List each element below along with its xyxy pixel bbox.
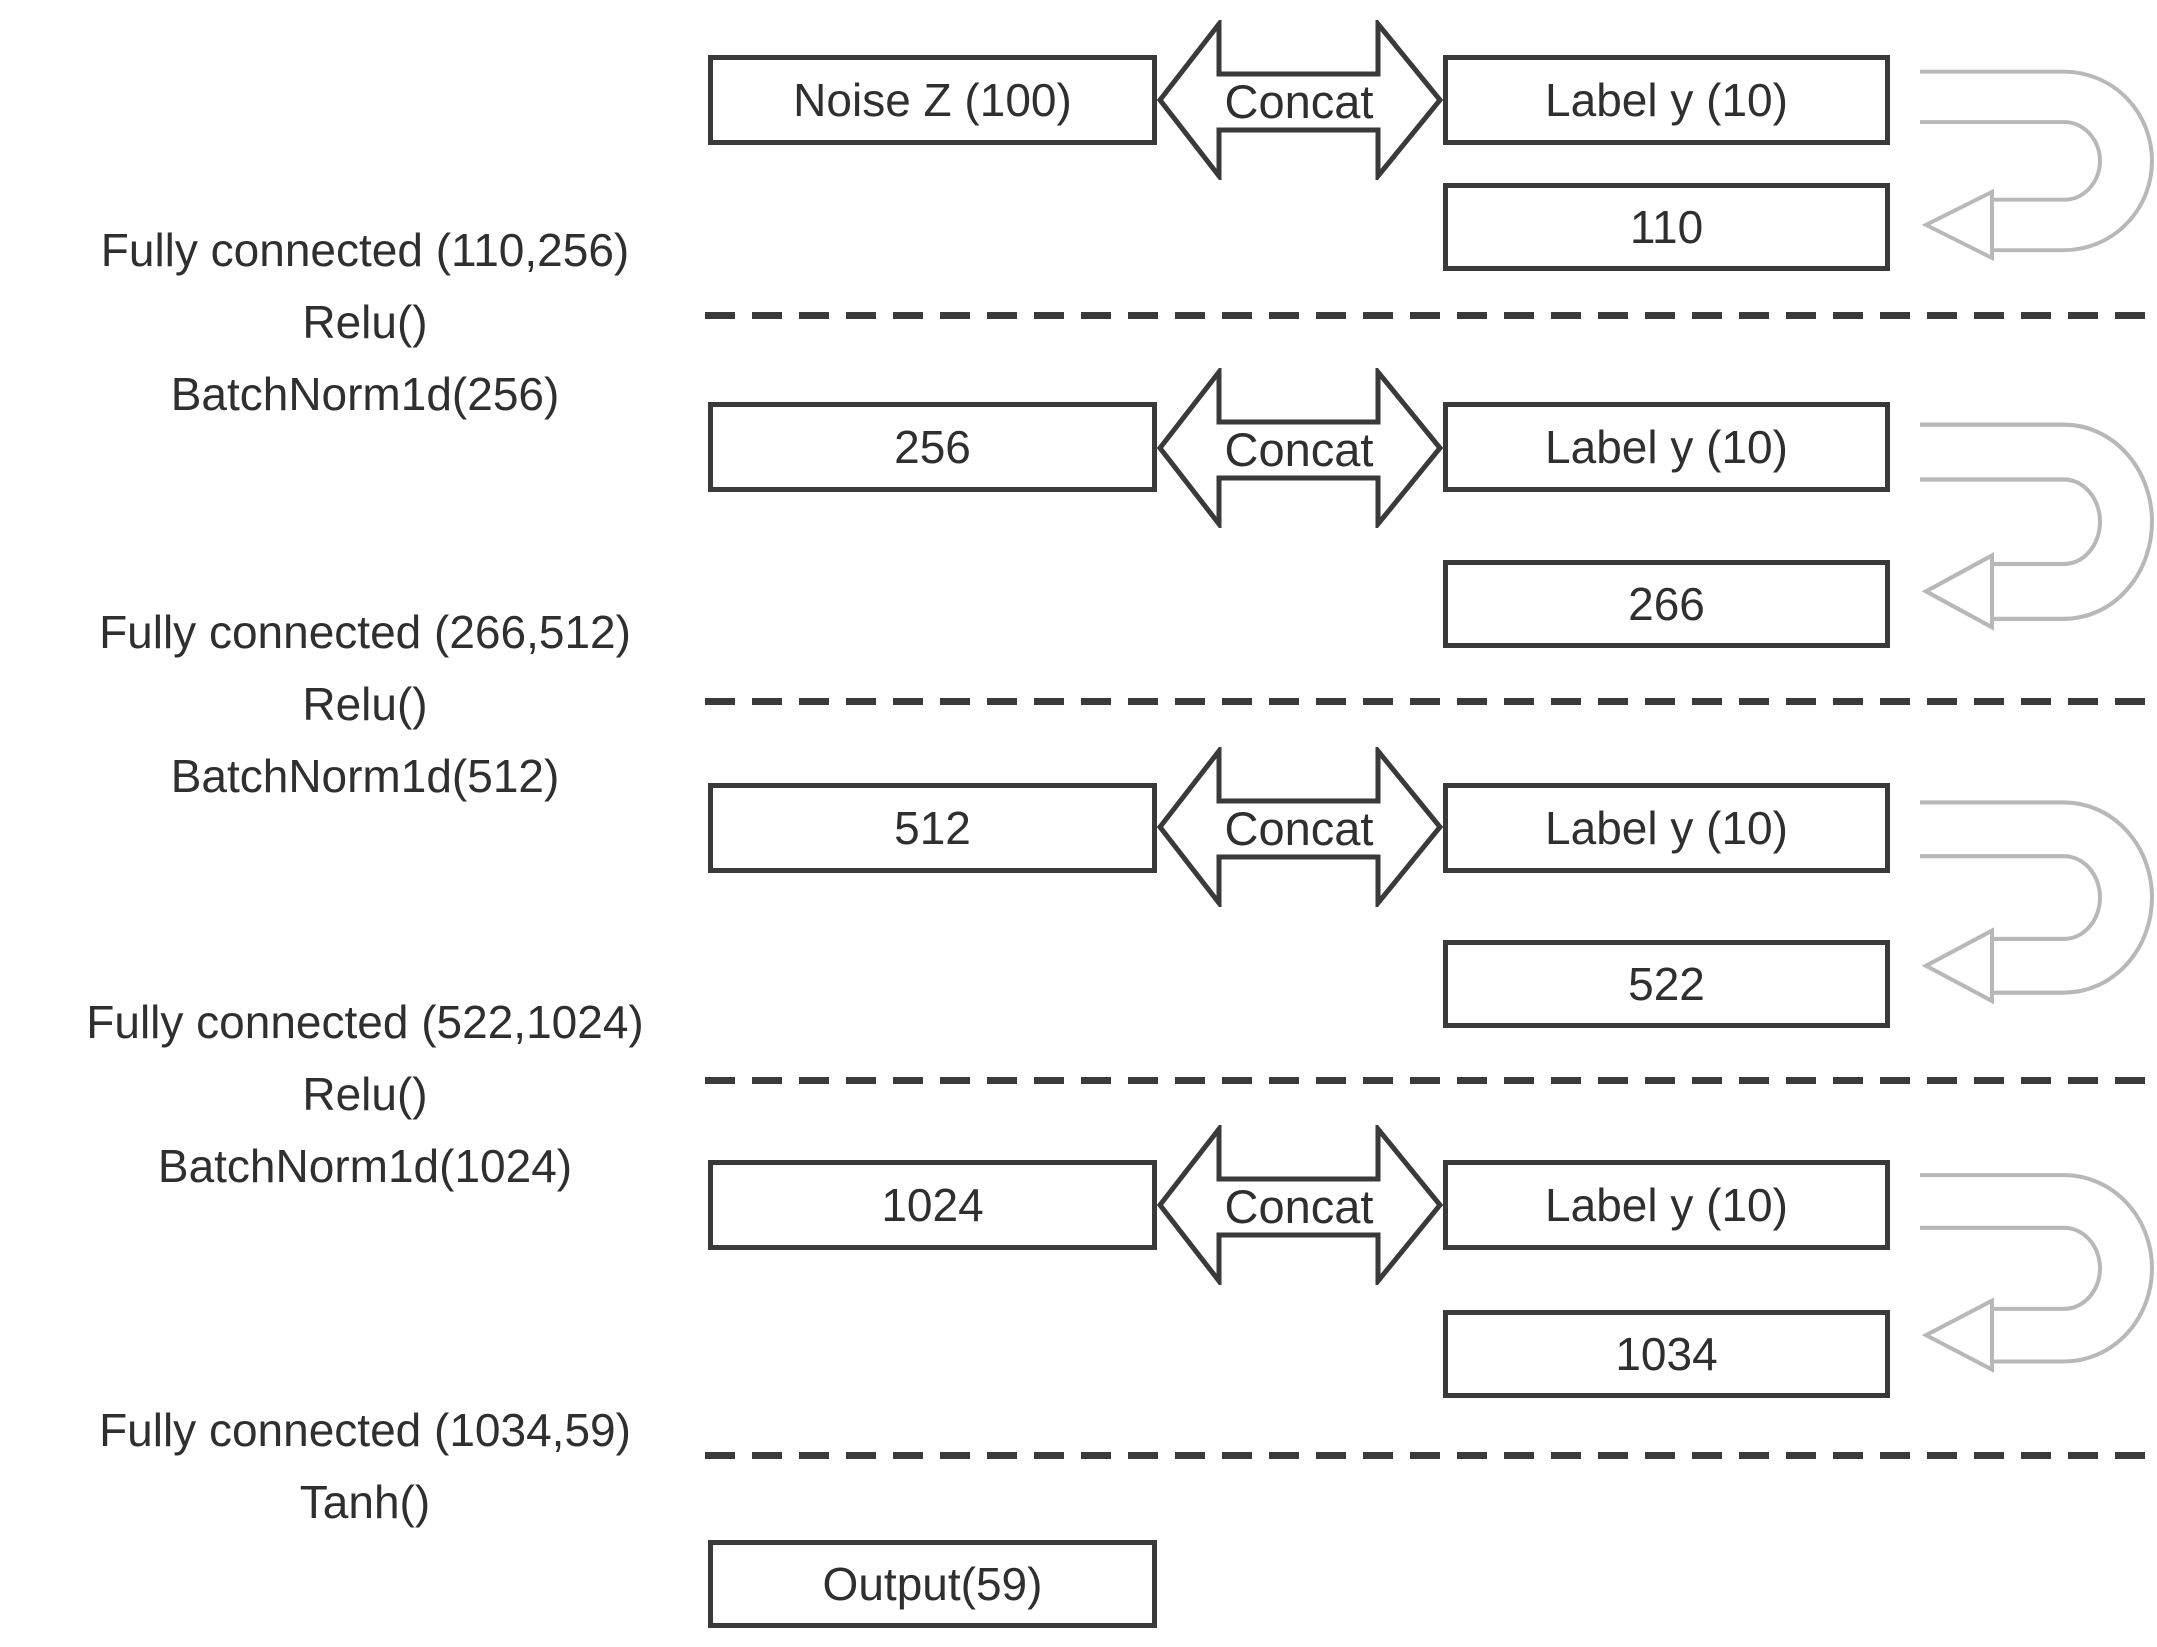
annotation-line: Relu(): [302, 1068, 428, 1120]
annotation-line: Relu(): [302, 678, 428, 730]
feature-vector-box: 256: [708, 402, 1157, 492]
feature-vector-size: 1024: [881, 1179, 984, 1231]
label-y-text: Label y (10): [1545, 74, 1788, 126]
annotation-line: BatchNorm1d(1024): [157, 1140, 573, 1192]
annotation-line: Tanh(): [299, 1476, 431, 1528]
loop-arrow-icon: [1920, 1173, 2154, 1373]
concat-arrow-icon: Concat: [1157, 20, 1443, 180]
annotation-line: Relu(): [302, 296, 428, 348]
concatenated-vector-box: 110: [1443, 183, 1890, 271]
concat-arrow-icon: Concat: [1157, 747, 1443, 907]
feature-vector-size: 512: [894, 802, 971, 854]
label-y-box: Label y (10): [1443, 1160, 1890, 1250]
annotation-line: Fully connected (1034,59): [99, 1404, 631, 1456]
feature-vector-size: 256: [894, 421, 971, 473]
annotation-line: Fully connected (110,256): [100, 224, 630, 276]
noise-input-label: Noise Z (100): [793, 74, 1072, 126]
label-y-text: Label y (10): [1545, 1179, 1788, 1231]
layer-separator-dashed-line: [705, 312, 2157, 319]
concat-arrow-icon: Concat: [1157, 1125, 1443, 1285]
concat-label: Concat: [1225, 423, 1374, 476]
layer-annotation-4: Fully connected (1034,59) Tanh(): [10, 1394, 720, 1538]
annotation-line: Fully connected (266,512): [99, 606, 631, 658]
concat-label: Concat: [1225, 1180, 1374, 1233]
concatenated-vector-box: 522: [1443, 940, 1890, 1028]
concat-arrow-icon: Concat: [1157, 368, 1443, 528]
concatenated-vector-box: 1034: [1443, 1310, 1890, 1398]
label-y-text: Label y (10): [1545, 802, 1788, 854]
loop-arrow-icon: [1920, 69, 2154, 262]
label-y-text: Label y (10): [1545, 421, 1788, 473]
feature-vector-box: 512: [708, 783, 1157, 873]
annotation-line: Fully connected (522,1024): [86, 996, 644, 1048]
concat-label: Concat: [1225, 802, 1374, 855]
concatenated-size: 110: [1629, 201, 1704, 253]
layer-separator-dashed-line: [705, 698, 2157, 705]
layer-annotation-1: Fully connected (110,256) Relu() BatchNo…: [10, 214, 720, 430]
concatenated-size: 1034: [1615, 1328, 1718, 1380]
annotation-line: BatchNorm1d(512): [170, 750, 560, 802]
output-label: Output(59): [822, 1558, 1043, 1610]
noise-input-box: Noise Z (100): [708, 55, 1157, 145]
concat-label: Concat: [1225, 75, 1374, 128]
loop-arrow-icon: [1920, 800, 2154, 1005]
layer-separator-dashed-line: [705, 1077, 2157, 1084]
label-y-box: Label y (10): [1443, 55, 1890, 145]
layer-separator-dashed-line: [705, 1452, 2157, 1459]
concatenated-size: 522: [1628, 958, 1705, 1010]
feature-vector-box: 1024: [708, 1160, 1157, 1250]
annotation-line: BatchNorm1d(256): [170, 368, 560, 420]
loop-arrow-icon: [1920, 422, 2154, 631]
layer-annotation-2: Fully connected (266,512) Relu() BatchNo…: [10, 596, 720, 812]
concatenated-size: 266: [1628, 578, 1705, 630]
concatenated-vector-box: 266: [1443, 560, 1890, 648]
label-y-box: Label y (10): [1443, 402, 1890, 492]
output-box: Output(59): [708, 1540, 1157, 1628]
label-y-box: Label y (10): [1443, 783, 1890, 873]
layer-annotation-3: Fully connected (522,1024) Relu() BatchN…: [10, 986, 720, 1202]
